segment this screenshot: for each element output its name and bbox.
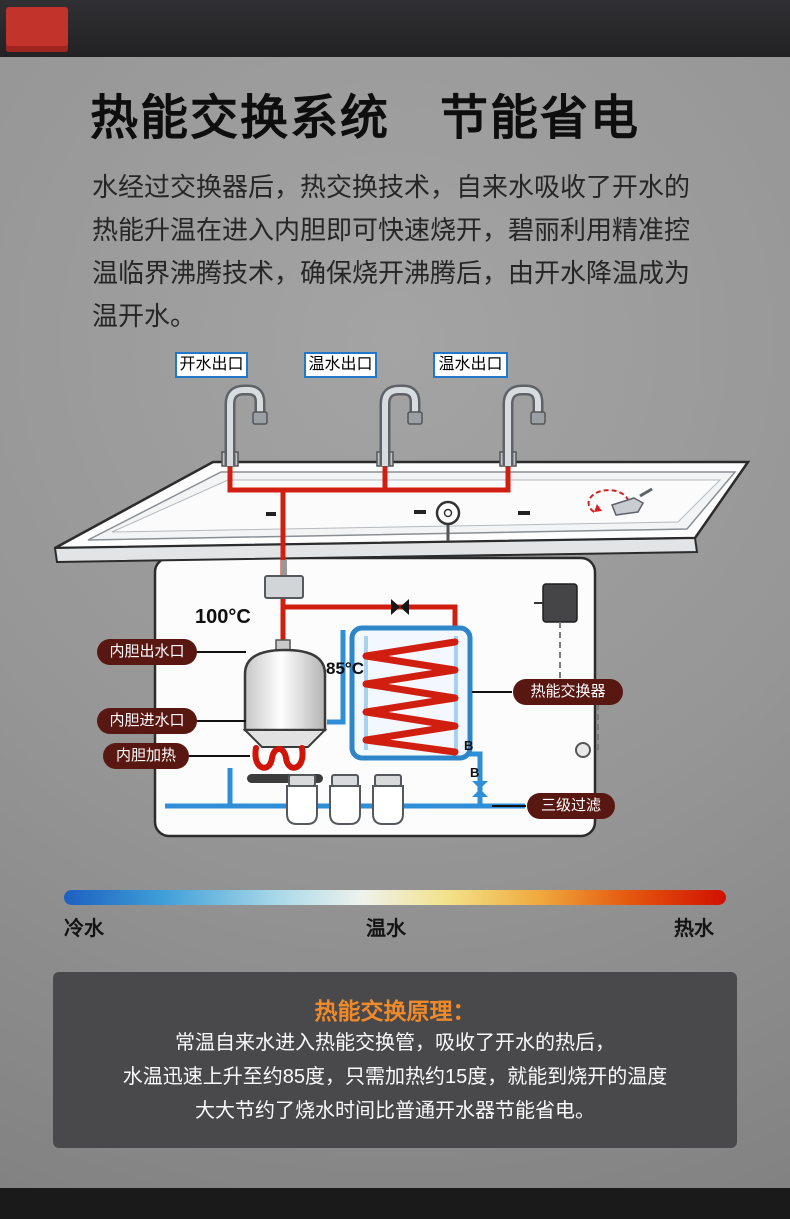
bar-label-hot: 热水 [674, 918, 714, 940]
pressure-gauge [435, 500, 461, 541]
sensor-box [264, 575, 304, 599]
principle-line: 常温自来水进入热能交换管，吸收了开水的热后， [175, 1032, 615, 1054]
intro-paragraph: 水经过交换器后，热交换技术，自来水吸收了开水的 热能升温在进入内胆即可快速烧开，… [92, 166, 690, 338]
top-dark-strip [0, 0, 790, 57]
outlet-label-warm-2: 温水出口 [433, 352, 508, 378]
principle-line: 大大节约了烧水时间比普通开水器节能省电。 [195, 1100, 595, 1122]
intro-line: 温临界沸腾技术，确保烧开沸腾后，由开水降温成为 [92, 258, 691, 288]
corner-red-ribbon [6, 7, 68, 52]
outlet-label-warm-1: 温水出口 [304, 352, 377, 378]
faucet-boiling [221, 384, 268, 467]
bar-label-cold: 冷水 [64, 918, 104, 940]
marker-b2: B [470, 765, 479, 780]
leader-lines [189, 651, 526, 807]
valve-cold [472, 781, 488, 797]
label-heat-exchanger: 热能交换器 [513, 679, 623, 705]
marker-b1: B [464, 738, 473, 753]
principle-line: 水温迅速上升至约85度，只需加热约15度，就能到烧开的温度 [122, 1066, 668, 1088]
label-tank-outlet: 内胆出水口 [97, 639, 197, 665]
temp-100c: 100°C [195, 606, 251, 628]
drain-outlet [575, 742, 591, 758]
temperature-gradient-bar [64, 890, 726, 905]
inner-tank [242, 639, 328, 783]
faucet-warm-2 [499, 384, 546, 467]
filter-cartridges [286, 774, 404, 825]
rotate-arrow [587, 489, 629, 513]
intro-line: 热能升温在进入内胆即可快速烧开，碧丽利用精准控 [92, 215, 691, 245]
temp-85c: 85°C [326, 659, 364, 678]
principle-title: 热能交换原理： [314, 998, 476, 1024]
faucet-warm-1 [376, 384, 423, 467]
faucets [221, 384, 546, 467]
heating-element [252, 745, 306, 771]
label-tank-inlet: 内胆进水口 [97, 708, 197, 734]
principle-box: 热能交换原理： 常温自来水进入热能交换管，吸收了开水的热后， 水温迅速上升至约8… [53, 972, 737, 1148]
heat-exchanger-coil [349, 625, 473, 761]
intro-line: 温开水。 [92, 301, 197, 331]
bar-label-warm: 温水 [366, 918, 406, 940]
control-box [542, 583, 578, 623]
side-tap [587, 487, 653, 516]
valve-hot [391, 599, 409, 615]
intro-line: 水经过交换器后，热交换技术，自来水吸收了开水的 [92, 172, 691, 202]
page-title: 热能交换系统 节能省电 [90, 92, 641, 145]
label-filter: 三级过滤 [527, 793, 615, 819]
label-tank-heater: 内胆加热 [103, 743, 189, 769]
sink-counter [53, 460, 751, 564]
bottom-dark-strip [0, 1188, 790, 1219]
dashed-drain-line [559, 622, 599, 752]
outlet-label-boiling: 开水出口 [175, 352, 248, 378]
